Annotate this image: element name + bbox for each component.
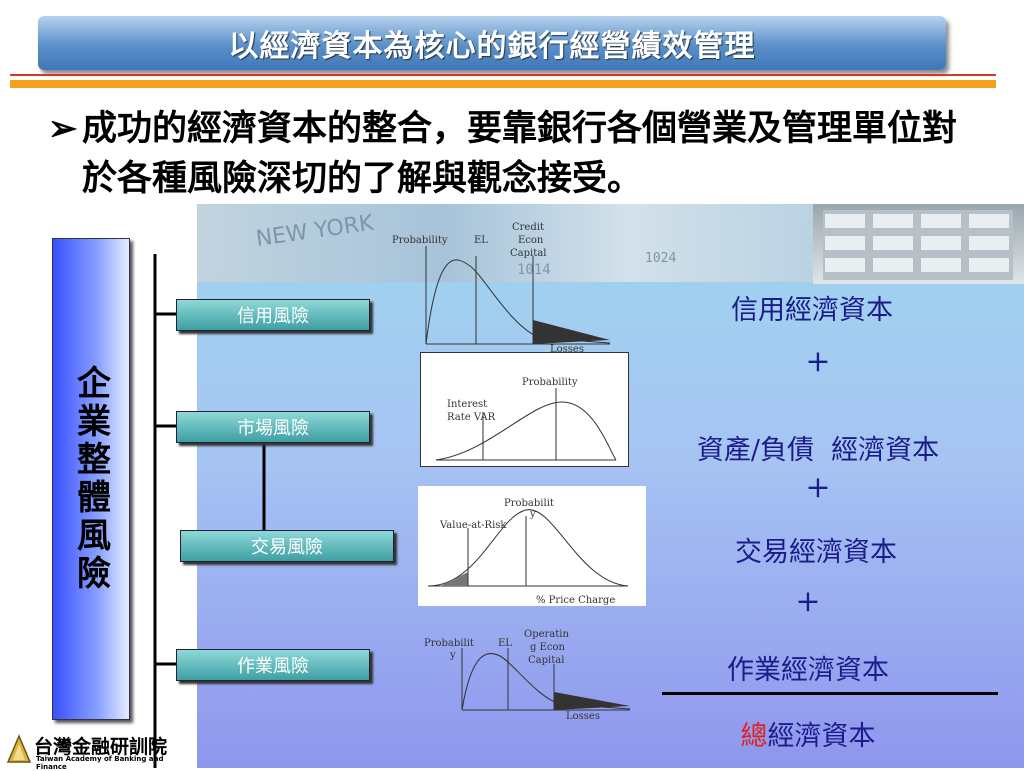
operating-tail-area bbox=[554, 692, 630, 710]
credit-losses-label: Losses bbox=[550, 344, 584, 355]
institute-logo: 台灣金融研訓院 Taiwan Academy of Banking and Fi… bbox=[6, 728, 196, 771]
interest-var-label-1: Interest bbox=[447, 399, 487, 410]
operating-losses-label: Losses bbox=[566, 711, 600, 722]
operating-loss-curve bbox=[461, 653, 631, 711]
credit-econ-capital: 信用經濟資本 bbox=[731, 295, 893, 326]
credit-econ-label-3: Capital bbox=[510, 248, 546, 259]
operating-el-label: EL bbox=[498, 638, 512, 649]
trading-var-chart: Probabilit y Value-at-Risk % Price Charg… bbox=[418, 486, 646, 606]
credit-tail-area bbox=[533, 320, 610, 344]
photo-overlay: NEW YORK 1014 1024 bbox=[254, 211, 676, 278]
operating-risk-box: 作業風險 bbox=[176, 649, 370, 681]
trading-econ-capital: 交易經濟資本 bbox=[735, 537, 897, 568]
trading-probability-label-1: Probabilit bbox=[504, 498, 554, 509]
credit-econ-label-2: Econ bbox=[518, 235, 544, 246]
asset-liability-econ-capital: 資產/負債 經濟資本 bbox=[696, 435, 940, 466]
interest-curve bbox=[435, 401, 617, 461]
credit-loss-curve bbox=[425, 259, 611, 345]
interest-rate-var-chart: Probability Interest Rate VAR bbox=[420, 352, 629, 467]
credit-econ-label-1: Credit bbox=[512, 222, 544, 233]
bullet-text: 成功的經濟資本的整合，要靠銀行各個營業及管理單位對於各種風險深切的了解與觀念接受… bbox=[82, 108, 958, 199]
trading-var-label: Value-at-Risk bbox=[439, 520, 507, 531]
operating-probability-label-1: Probabilit bbox=[424, 638, 474, 649]
market-risk-label: 市場風險 bbox=[237, 418, 309, 439]
board-photo-grid bbox=[823, 210, 1013, 280]
enterprise-risk-label: 企業整體風險 bbox=[70, 365, 111, 593]
operating-probability-label-2: y bbox=[449, 650, 456, 661]
interest-probability-label: Probability bbox=[522, 377, 578, 388]
total-econ-capital: 總經濟資本 bbox=[638, 714, 978, 753]
arrow-bullet-icon: ➢ bbox=[48, 108, 78, 149]
city-photo-strip: NEW YORK 1014 1024 bbox=[197, 204, 813, 282]
trading-probability-label-2: y bbox=[529, 509, 536, 520]
institute-emblem-icon bbox=[6, 734, 32, 763]
operating-loss-distribution: Probabilit y EL Operatin g Econ Capital … bbox=[424, 629, 631, 722]
board-photo bbox=[813, 204, 1024, 284]
plus-sign-1: + bbox=[805, 344, 831, 379]
photo-sign-1024: 1024 bbox=[645, 251, 676, 266]
trading-tail-area bbox=[440, 572, 468, 586]
credit-loss-distribution: Probability EL Credit Econ Capital Losse… bbox=[392, 222, 611, 355]
institute-name-cn: 台灣金融研訓院 bbox=[34, 736, 168, 758]
total-prefix: 總 bbox=[740, 721, 768, 752]
operating-risk-label: 作業風險 bbox=[237, 656, 309, 677]
credit-risk-box: 信用風險 bbox=[176, 299, 370, 331]
operating-econ-label-1: Operatin bbox=[524, 629, 569, 640]
total-rest: 經濟資本 bbox=[767, 721, 876, 752]
institute-name-en: Taiwan Academy of Banking and Finance bbox=[36, 755, 164, 771]
credit-el-label: EL bbox=[474, 235, 488, 246]
title-banner: 以經濟資本為核心的銀行經營績效管理 bbox=[38, 16, 946, 70]
page-title: 以經濟資本為核心的銀行經營績效管理 bbox=[228, 29, 756, 64]
header-divider-orange bbox=[10, 80, 996, 88]
trading-risk-label: 交易風險 bbox=[251, 537, 323, 558]
plus-sign-2: + bbox=[805, 470, 831, 505]
sum-line bbox=[662, 692, 998, 695]
operating-econ-label-3: Capital bbox=[528, 655, 564, 666]
trading-curve bbox=[427, 509, 629, 587]
market-risk-box: 市場風險 bbox=[176, 411, 370, 443]
trading-risk-box: 交易風險 bbox=[180, 530, 394, 562]
photo-sign-1014: 1014 bbox=[517, 262, 551, 278]
enterprise-risk-bar: 企業整體風險 bbox=[52, 238, 130, 720]
operating-econ-capital: 作業經濟資本 bbox=[727, 655, 889, 686]
credit-probability-label: Probability bbox=[392, 235, 448, 246]
operating-econ-label-2: g Econ bbox=[530, 642, 566, 653]
plus-sign-3: + bbox=[795, 584, 821, 619]
header-divider-red bbox=[10, 74, 996, 76]
credit-risk-label: 信用風險 bbox=[237, 306, 309, 327]
trading-xlabel: % Price Charge bbox=[536, 595, 615, 606]
interest-chart-frame bbox=[420, 352, 629, 467]
interest-var-label-2: Rate VAR bbox=[447, 412, 496, 423]
